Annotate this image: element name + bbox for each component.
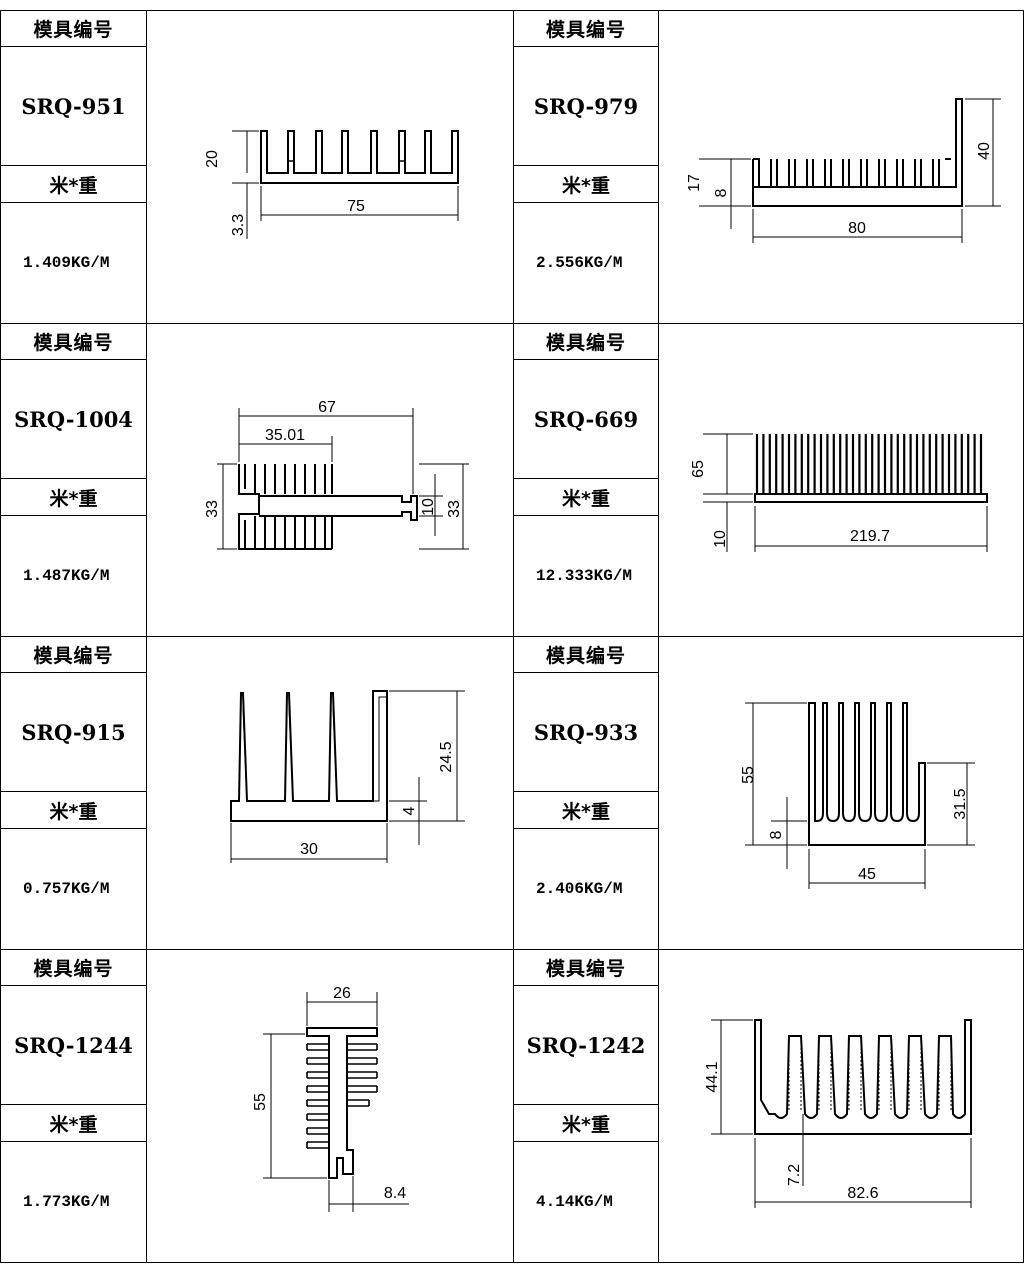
dim-wall-height: 31.5 [952, 788, 969, 819]
dim-base-thickness: 10 [712, 530, 729, 548]
profile-drawing: 20 3.3 75 [146, 10, 514, 324]
weight-per-meter-label: 米*重 [513, 478, 659, 516]
weight-per-meter-label: 米*重 [0, 165, 147, 203]
weight-per-meter-label: 米*重 [0, 478, 147, 516]
mold-code: SRQ-933 [513, 672, 659, 792]
dim-base-thickness: 3.3 [230, 214, 247, 236]
dim-height-left: 33 [204, 500, 221, 518]
mold-code: SRQ-1244 [0, 985, 147, 1105]
dim-height: 55 [252, 1093, 269, 1111]
profile-drawing: 65 10 219.7 [658, 323, 1024, 637]
dim-fin-height: 17 [686, 174, 703, 192]
dim-fin-height: 65 [690, 460, 707, 478]
weight-per-meter-label: 米*重 [513, 791, 659, 829]
dim-base-thickness: 8 [768, 830, 785, 839]
dim-height: 24.5 [438, 741, 455, 772]
mold-number-header: 模具编号 [0, 949, 147, 986]
profile-drawing: 67 35.01 33 10 33 [146, 323, 514, 637]
mold-number-header: 模具编号 [0, 10, 147, 47]
dim-wall-height: 40 [976, 142, 993, 160]
mold-code: SRQ-1242 [513, 985, 659, 1105]
dim-width: 219.7 [850, 528, 890, 545]
mold-code: SRQ-1004 [0, 359, 147, 479]
mold-number-header: 模具编号 [513, 636, 659, 673]
dim-stem-width: 8.4 [384, 1185, 406, 1202]
dim-width: 80 [848, 220, 866, 237]
weight-value: 2.556KG/M [513, 202, 659, 324]
mold-number-header: 模具编号 [513, 949, 659, 986]
weight-value: 2.406KG/M [513, 828, 659, 950]
dim-width: 45 [858, 866, 876, 883]
dim-height: 44.1 [704, 1061, 721, 1092]
profile-drawing: 24.5 4 30 [146, 636, 514, 950]
mold-code: SRQ-979 [513, 46, 659, 166]
profile-drawing: 55 8 31.5 45 [658, 636, 1024, 950]
dim-base-thickness: 4 [401, 806, 418, 815]
weight-value: 0.757KG/M [0, 828, 147, 950]
weight-value: 1.409KG/M [0, 202, 147, 324]
weight-value: 12.333KG/M [513, 515, 659, 637]
weight-value: 1.773KG/M [0, 1141, 147, 1263]
dim-overall-width: 67 [318, 399, 336, 416]
dim-width: 75 [347, 198, 365, 215]
mold-number-header: 模具编号 [0, 323, 147, 360]
dim-width: 82.6 [847, 1185, 878, 1202]
weight-value: 4.14KG/M [513, 1141, 659, 1263]
weight-per-meter-label: 米*重 [513, 1104, 659, 1142]
mold-number-header: 模具编号 [513, 323, 659, 360]
mold-code: SRQ-915 [0, 672, 147, 792]
mold-number-header: 模具编号 [513, 10, 659, 47]
dim-partial-width: 35.01 [265, 427, 305, 444]
profile-drawing: 26 55 8.4 [146, 949, 514, 1263]
weight-per-meter-label: 米*重 [0, 791, 147, 829]
mold-number-header: 模具编号 [0, 636, 147, 673]
dim-slot-width: 10 [420, 498, 437, 516]
mold-code: SRQ-951 [0, 46, 147, 166]
dim-base-thickness: 8 [713, 188, 730, 197]
profile-drawing: 44.1 7.2 82.6 [658, 949, 1024, 1263]
dim-height-right: 33 [446, 500, 463, 518]
dim-height: 55 [740, 766, 757, 784]
weight-per-meter-label: 米*重 [0, 1104, 147, 1142]
dim-top-width: 26 [333, 985, 351, 1002]
profile-drawing: 17 8 40 80 [658, 10, 1024, 324]
weight-value: 1.487KG/M [0, 515, 147, 637]
weight-per-meter-label: 米*重 [513, 165, 659, 203]
dim-width: 30 [300, 841, 318, 858]
mold-code: SRQ-669 [513, 359, 659, 479]
dim-height: 20 [204, 150, 221, 168]
dim-base-thickness: 7.2 [786, 1164, 803, 1186]
